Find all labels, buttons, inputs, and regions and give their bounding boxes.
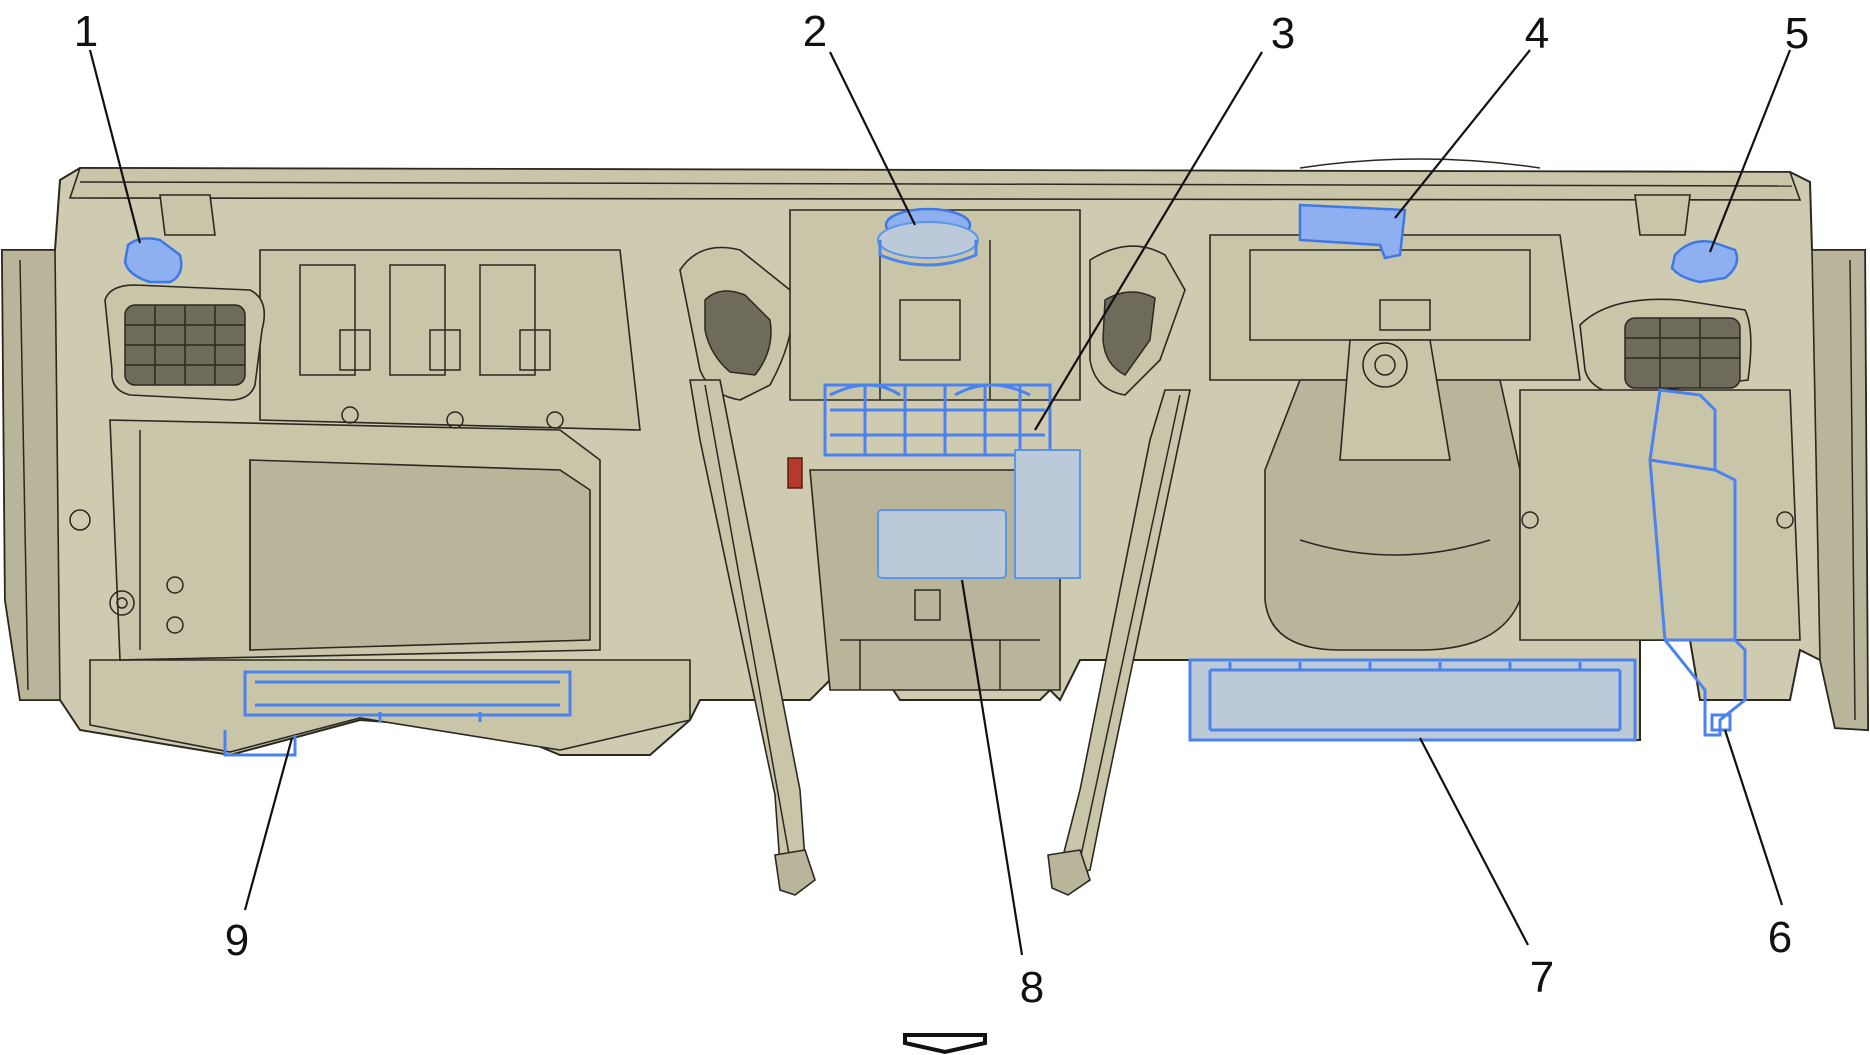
callout-7: 7 xyxy=(1530,953,1554,1002)
instrument-panel-structure xyxy=(0,158,1870,896)
leader-lines xyxy=(88,49,1792,956)
callout-9: 9 xyxy=(225,916,249,965)
component-8-adjacent-module xyxy=(1014,449,1081,579)
leader-3 xyxy=(1034,51,1263,431)
component-6-right-vertical-module xyxy=(1648,388,1747,737)
down-arrow-icon xyxy=(903,1033,987,1055)
component-8-center-panel xyxy=(877,509,1007,579)
leader-5 xyxy=(1708,49,1792,253)
callout-5: 5 xyxy=(1785,9,1809,58)
leader-1 xyxy=(88,49,142,244)
callout-labels: 1 2 3 4 5 6 7 8 9 xyxy=(74,7,1809,1012)
component-9-lower-left-bolster xyxy=(223,670,572,757)
callout-8: 8 xyxy=(1020,963,1044,1012)
callout-4: 4 xyxy=(1525,9,1549,58)
leader-7 xyxy=(1419,737,1529,946)
leader-8 xyxy=(960,579,1024,956)
callout-6: 6 xyxy=(1768,913,1792,962)
leader-2 xyxy=(829,51,916,226)
component-2-center-speaker xyxy=(877,207,979,267)
component-4-upper-right-module xyxy=(1298,203,1407,260)
callout-3: 3 xyxy=(1271,9,1295,58)
callout-2: 2 xyxy=(803,7,827,56)
component-7-knee-bolster xyxy=(1188,658,1637,742)
leader-9 xyxy=(243,737,294,911)
red-connector xyxy=(787,457,803,489)
leader-6 xyxy=(1723,729,1784,906)
component-5-right-sensor xyxy=(1670,240,1739,284)
leader-4 xyxy=(1394,49,1531,219)
component-1-left-sensor xyxy=(123,237,183,284)
highlighted-components xyxy=(123,203,1747,757)
callout-1: 1 xyxy=(74,7,98,56)
